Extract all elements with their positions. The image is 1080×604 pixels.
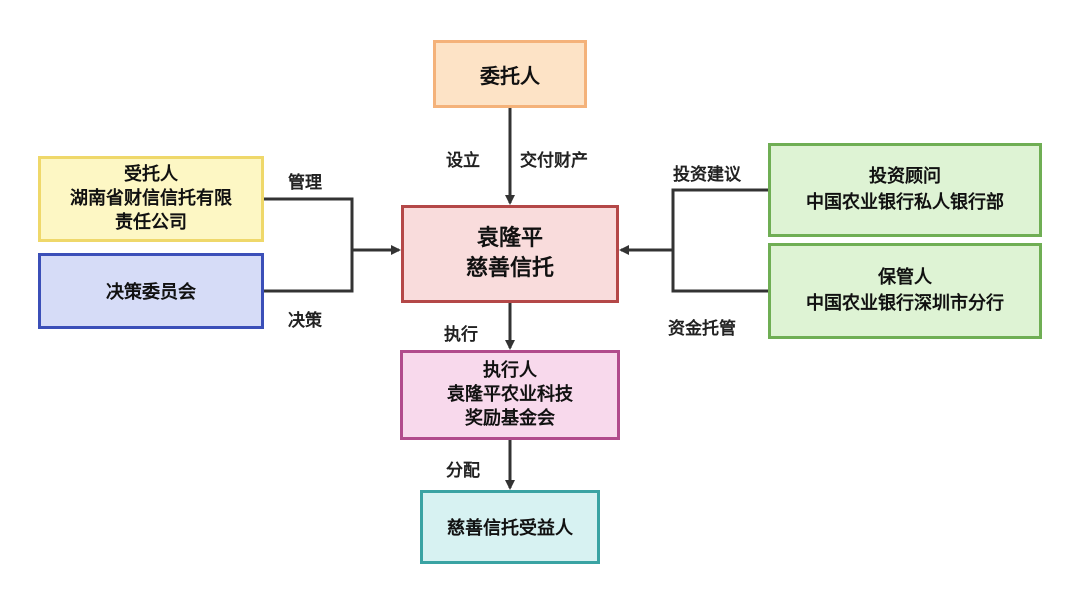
advisor-node: 投资顾问 中国农业银行私人银行部 <box>768 143 1042 237</box>
executor-name-line2: 奖励基金会 <box>465 408 555 429</box>
executor-name-line1: 袁隆平农业科技 <box>447 384 573 405</box>
beneficiary-label: 慈善信托受益人 <box>447 518 573 539</box>
custodian-name: 中国农业银行深圳市分行 <box>806 293 1004 314</box>
edge-label-distribute: 分配 <box>446 461 480 481</box>
center-line1: 袁隆平 <box>476 226 543 251</box>
edge-label-fund-custody: 资金托管 <box>668 319 736 339</box>
custodian-title: 保管人 <box>878 267 932 288</box>
trustee-name-line1: 湖南省财信信托有限 <box>70 188 232 209</box>
trustee-name-line2: 责任公司 <box>115 212 187 233</box>
settlor-label: 委托人 <box>480 63 540 88</box>
edge-label-manage: 管理 <box>288 173 322 193</box>
edge-label-execute: 执行 <box>444 325 478 345</box>
advisor-name: 中国农业银行私人银行部 <box>806 192 1004 213</box>
edge-label-invest-advice: 投资建议 <box>673 165 741 185</box>
committee-node: 决策委员会 <box>38 253 264 329</box>
custodian-node: 保管人 中国农业银行深圳市分行 <box>768 243 1042 339</box>
edge-trustee-bracket <box>264 197 354 293</box>
advisor-title: 投资顾问 <box>869 166 941 187</box>
edge-label-decide: 决策 <box>288 311 322 331</box>
center-node: 袁隆平 慈善信托 <box>401 205 619 303</box>
trustee-node: 受托人 湖南省财信信托有限 责任公司 <box>38 156 264 242</box>
trustee-title: 受托人 <box>124 164 178 185</box>
settlor-node: 委托人 <box>433 40 587 108</box>
edge-label-deliver-property: 交付财产 <box>520 151 588 171</box>
center-line2: 慈善信托 <box>465 256 554 281</box>
committee-label: 决策委员会 <box>106 282 196 303</box>
edge-right-bracket <box>671 188 768 293</box>
edge-label-establish: 设立 <box>446 151 480 171</box>
beneficiary-node: 慈善信托受益人 <box>420 490 600 564</box>
executor-node: 执行人 袁隆平农业科技 奖励基金会 <box>400 350 620 440</box>
executor-title: 执行人 <box>483 360 537 381</box>
